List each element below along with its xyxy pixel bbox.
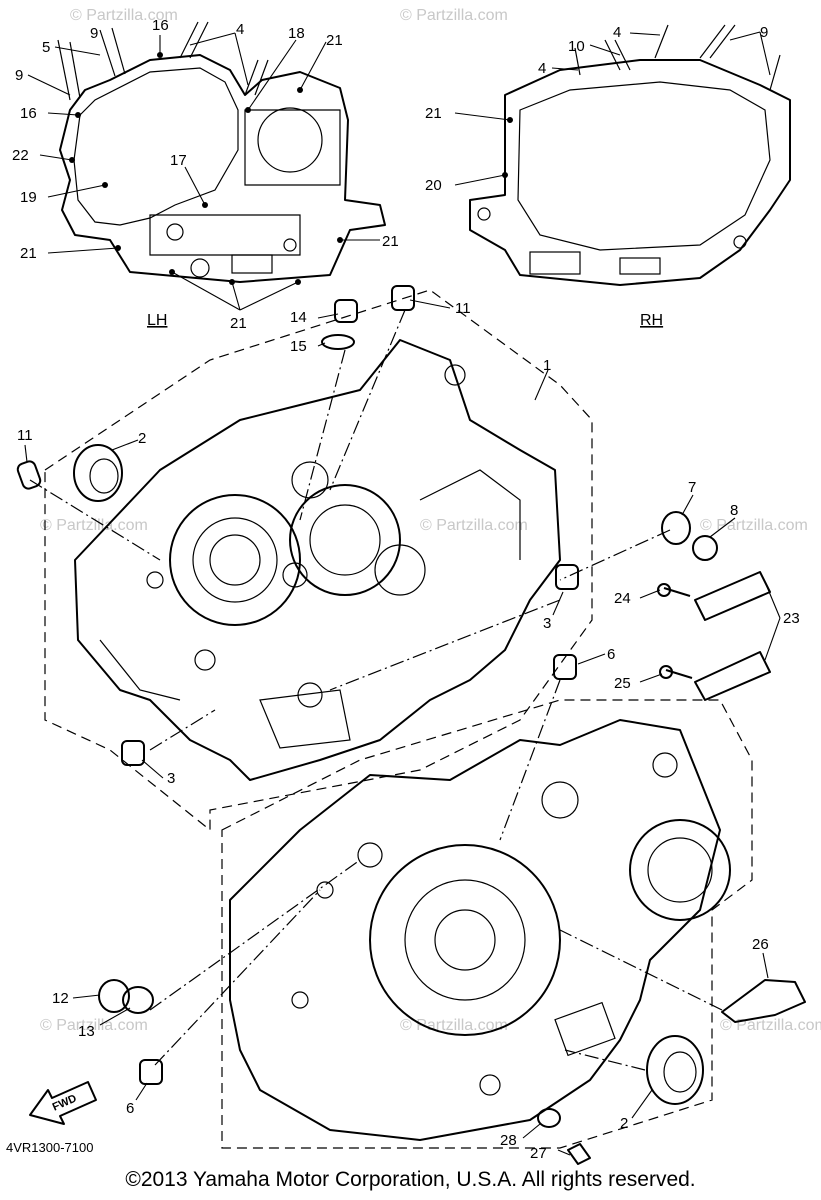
callout-12: 12: [52, 990, 69, 1007]
callout-17: 17: [170, 152, 187, 169]
callout-21: 21: [20, 245, 37, 262]
callouts: 16 9 5 9 16 4 18 21 22 17 19 21 21 21 4 …: [12, 17, 800, 1162]
lh-label: LH: [147, 312, 167, 329]
callout-9: 9: [15, 67, 23, 84]
lh-gasket-view: [57, 21, 386, 283]
callout-15: 15: [290, 338, 307, 355]
callout-19: 19: [20, 189, 37, 206]
callout-16: 16: [152, 17, 169, 34]
callout-11: 11: [455, 300, 471, 317]
callout-28: 28: [500, 1132, 517, 1149]
callout-10: 10: [568, 38, 585, 55]
callout-21: 21: [382, 233, 399, 250]
callout-21: 21: [326, 32, 343, 49]
watermarks: © Partzilla.com © Partzilla.com © Partzi…: [40, 7, 821, 1034]
callout-7: 7: [688, 479, 696, 496]
centerlines: [29, 309, 723, 1071]
callout-23: 23: [783, 610, 800, 627]
callout-21: 21: [230, 315, 247, 332]
small-parts: [16, 285, 806, 1165]
group-outline-upper: [44, 289, 593, 832]
callout-9: 9: [90, 25, 98, 42]
callout-4: 4: [236, 21, 244, 38]
watermark: © Partzilla.com: [700, 517, 808, 534]
leader-dots: [69, 52, 513, 285]
callout-1: 1: [543, 357, 551, 374]
callout-24: 24: [614, 590, 631, 607]
copyright-notice: ©2013 Yamaha Motor Corporation, U.S.A. A…: [125, 1168, 696, 1191]
watermark: © Partzilla.com: [70, 7, 178, 24]
watermark: © Partzilla.com: [40, 1017, 148, 1034]
callout-6: 6: [607, 646, 615, 663]
callout-5: 5: [42, 39, 50, 56]
group-outline-lower: [221, 699, 753, 1149]
callout-21: 21: [425, 105, 442, 122]
callout-14: 14: [290, 309, 307, 326]
callout-2: 2: [138, 430, 146, 447]
callout-9: 9: [760, 24, 768, 41]
callout-16: 16: [20, 105, 37, 122]
callout-3: 3: [543, 615, 551, 632]
right-crankcase-half: [229, 719, 731, 1141]
callout-3: 3: [167, 770, 175, 787]
callout-18: 18: [288, 25, 305, 42]
watermark: © Partzilla.com: [720, 1017, 821, 1034]
callout-13: 13: [78, 1023, 95, 1040]
watermark: © Partzilla.com: [400, 7, 508, 24]
rh-gasket-view: [469, 24, 791, 286]
callout-4: 4: [613, 24, 621, 41]
watermark: © Partzilla.com: [400, 1017, 508, 1034]
callout-25: 25: [614, 675, 631, 692]
diagram-code: 4VR1300-7100: [6, 1140, 94, 1155]
callout-6: 6: [126, 1100, 134, 1117]
fwd-arrow-icon: FWD: [29, 1081, 97, 1125]
callout-26: 26: [752, 936, 769, 953]
callout-22: 22: [12, 147, 29, 164]
callout-8: 8: [730, 502, 738, 519]
left-crankcase-half: [74, 339, 561, 781]
callout-27: 27: [530, 1145, 547, 1162]
rh-label: RH: [640, 312, 663, 329]
callout-4: 4: [538, 60, 546, 77]
watermark: © Partzilla.com: [420, 517, 528, 534]
watermark: © Partzilla.com: [40, 517, 148, 534]
callout-20: 20: [425, 177, 442, 194]
callout-11: 11: [17, 427, 33, 444]
leader-lines: [24, 31, 781, 1156]
callout-2: 2: [620, 1115, 628, 1132]
